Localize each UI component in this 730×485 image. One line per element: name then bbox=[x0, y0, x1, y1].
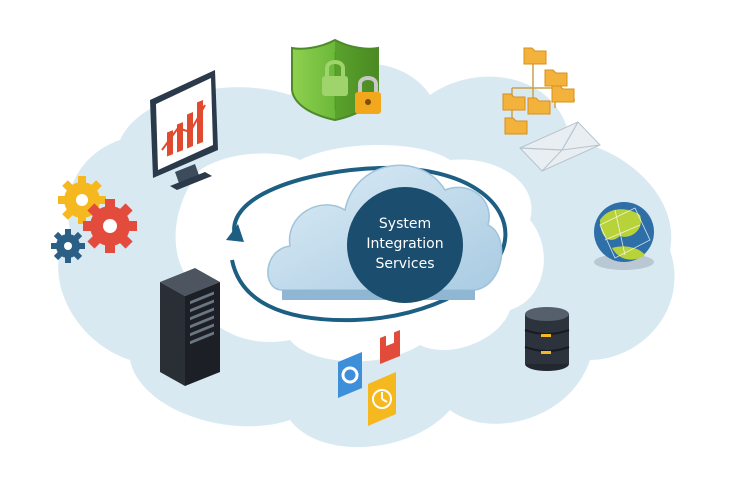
hub-line-1: System bbox=[379, 216, 431, 232]
gears-icon bbox=[51, 176, 137, 263]
envelope-icon bbox=[519, 121, 601, 172]
globe-icon bbox=[594, 202, 654, 270]
server-rack-icon bbox=[160, 268, 220, 386]
shield-lock-icon bbox=[291, 38, 381, 122]
orbit-arrowhead bbox=[226, 224, 244, 242]
hub-line-2: Integration bbox=[366, 236, 443, 252]
app-tiles-icon bbox=[338, 330, 400, 426]
database-icon bbox=[524, 307, 570, 371]
hub-line-3: Services bbox=[375, 256, 434, 272]
hub-circle bbox=[347, 187, 463, 303]
monitor-chart-icon bbox=[150, 70, 218, 190]
folder-tree-icon bbox=[502, 47, 575, 135]
orbit-path bbox=[230, 165, 508, 323]
